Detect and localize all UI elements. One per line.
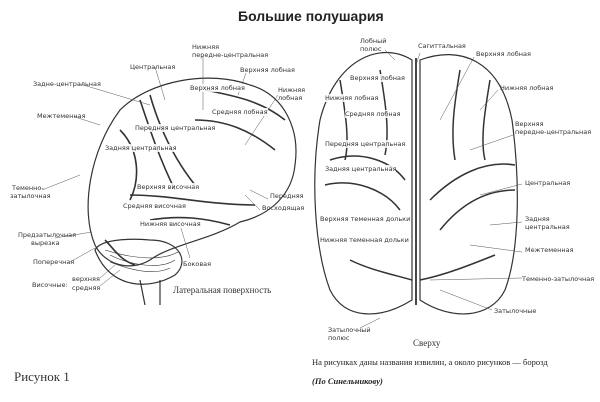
label-preoccipital-notch-1: Предзатылочная — [18, 231, 76, 239]
label-occipital-sulci: Затылочные — [494, 307, 537, 315]
label-postcentral-sulcus: Задне-центральная — [33, 80, 101, 88]
caption: На рисунках даны названия извилин, а око… — [312, 357, 548, 367]
lateral-hemisphere-outline — [87, 77, 297, 267]
superior-brain-drawing — [314, 51, 518, 315]
gyrus-middle-frontal-top: Средняя лобная — [345, 110, 401, 118]
label-inferior-frontal-sulcus-2: лобная — [278, 94, 303, 102]
gyrus-postcentral: Задняя центральная — [105, 144, 177, 152]
leader-lines — [41, 49, 523, 329]
brainstem-outline — [139, 279, 161, 306]
source-citation: (По Синельникову) — [312, 376, 383, 386]
label-ascending-ramus: Восходящая — [262, 204, 305, 212]
label-intraparietal-sulcus-top: Межтеменная — [525, 246, 574, 254]
gyrus-superior-frontal-top: Верхняя лобная — [350, 74, 405, 82]
label-parieto-occipital-top: Теменно-затылочная — [522, 275, 595, 283]
figure-label: Рисунок 1 — [14, 369, 70, 384]
label-intraparietal-sulcus: Межтеменная — [37, 112, 86, 120]
label-superior-frontal-sulcus: Верхняя лобная — [240, 66, 295, 74]
lateral-view-label: Латеральная поверхность — [173, 285, 272, 295]
label-preoccipital-notch-2: вырезка — [31, 239, 60, 247]
gyrus-middle-frontal: Средняя лобная — [212, 108, 268, 116]
label-lateral-sulcus: Боковая — [183, 260, 212, 268]
label-inferior-frontal-sulcus-top: Нижняя лобная — [500, 84, 554, 92]
label-postcentral-sulcus-top-2: центральная — [525, 223, 570, 231]
label-parieto-occipital-2: затылочная — [10, 192, 51, 200]
label-temporal-sulci: Височные: — [32, 281, 68, 289]
superior-view-label: Сверху — [413, 338, 441, 348]
gyrus-precentral: Передняя центральная — [135, 124, 216, 132]
label-central-sulcus-top: Центральная — [525, 179, 571, 187]
label-parieto-occipital-1: Теменно- — [12, 184, 44, 192]
label-superior-frontal-sulcus-top: Верхняя лобная — [476, 50, 531, 58]
gyrus-inferior-parietal-top: Нижняя теменная дольки — [320, 236, 409, 244]
label-temporal-superior: верхняя — [72, 275, 100, 283]
label-frontal-pole-1: Лобный — [360, 37, 387, 45]
page-title: Большие полушария — [238, 8, 384, 24]
label-transverse-sulcus: Поперечная — [33, 258, 75, 266]
label-occipital-pole-1: Затылочный — [328, 326, 371, 334]
left-hemisphere-outline — [314, 51, 413, 315]
label-central-sulcus: Центральная — [130, 63, 176, 71]
gyrus-middle-temporal: Средняя височная — [123, 202, 186, 210]
label-occipital-pole-2: полюс — [328, 334, 350, 342]
gyrus-inferior-temporal: Нижняя височная — [140, 220, 201, 228]
label-inferior-frontal-sulcus-1: Нижняя — [278, 86, 306, 94]
label-temporal-middle: средняя — [72, 284, 101, 292]
label-superior-precentral-2: передне-центральная — [515, 128, 592, 136]
label-inferior-precentral-2: передне-центральная — [192, 51, 269, 59]
lateral-brain-drawing — [87, 77, 297, 306]
label-postcentral-sulcus-top-1: Задняя — [525, 215, 550, 223]
gyrus-precentral-top: Передняя центральная — [325, 140, 406, 148]
label-inferior-precentral-1: Нижняя — [192, 43, 220, 51]
cerebellum-outline — [94, 238, 183, 285]
gyrus-superior-frontal: Верхняя лобная — [190, 84, 245, 92]
gyrus-superior-parietal-top: Верхняя теменная дольки — [320, 215, 411, 223]
gyrus-postcentral-top: Задняя центральная — [325, 165, 397, 173]
gyrus-inferior-frontal-top: Нижняя лобная — [325, 94, 379, 102]
right-hemisphere-outline — [419, 53, 518, 315]
label-frontal-pole-2: полюс — [360, 45, 382, 53]
label-anterior-ramus: Передняя — [270, 192, 304, 200]
label-superior-precentral-1: Верхняя — [515, 120, 544, 128]
gyrus-superior-temporal: Верхняя височная — [137, 183, 200, 191]
label-sagittal-sulcus: Сагиттальная — [418, 42, 466, 50]
